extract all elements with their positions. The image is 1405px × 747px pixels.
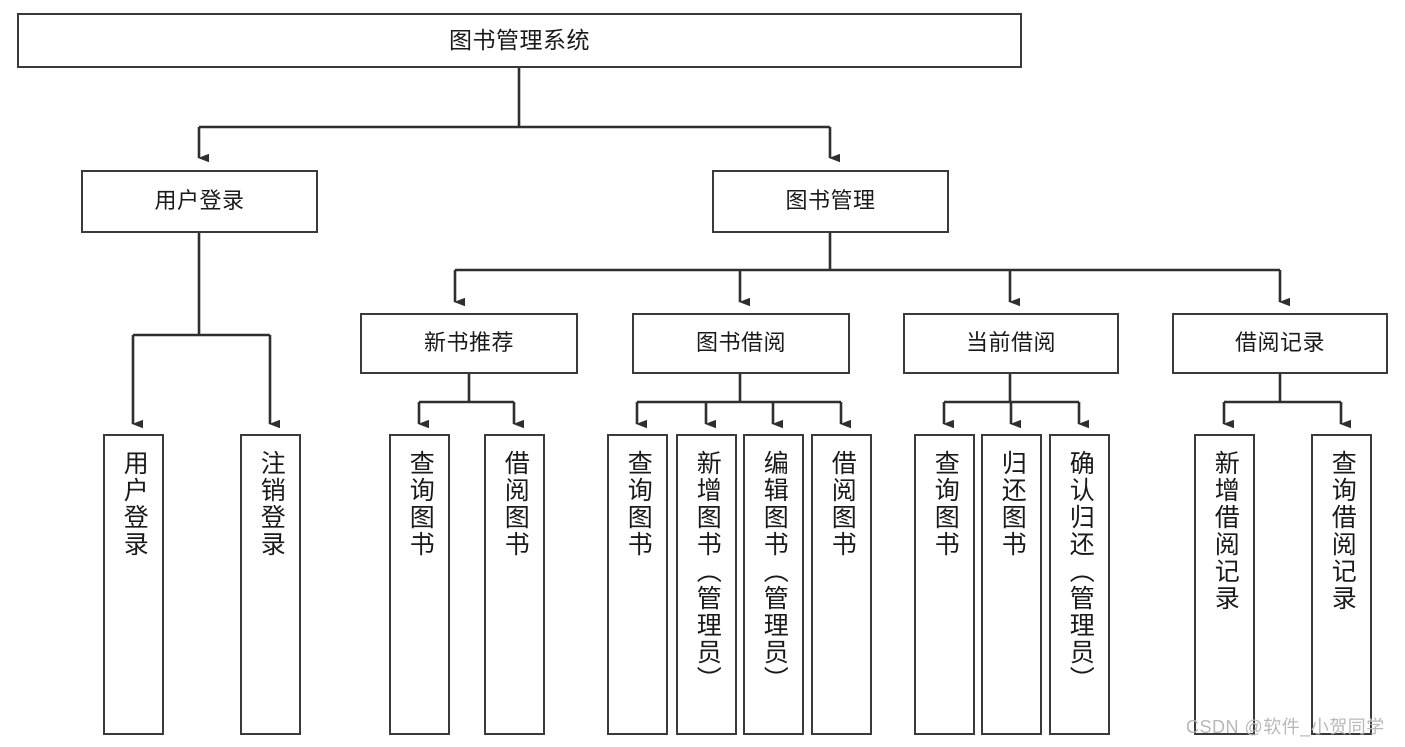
node-label: 借阅图书	[501, 450, 530, 558]
leaf-add-borrow-record[interactable]: 新增借阅记录	[1194, 434, 1255, 735]
node-label: 用户登录	[120, 450, 149, 558]
node-label: 当前借阅	[965, 330, 1056, 356]
leaf-borrow-book[interactable]: 借阅图书	[811, 434, 872, 735]
watermark-text: CSDN @软件_小贺同学	[1186, 717, 1385, 737]
node-new-book-recommend[interactable]: 新书推荐	[360, 313, 578, 374]
leaf-query-book-current[interactable]: 查询图书	[914, 434, 975, 735]
leaf-query-book-recommend[interactable]: 查询图书	[389, 434, 450, 735]
node-book-management[interactable]: 图书管理	[712, 170, 949, 233]
node-label: 图书管理系统	[449, 26, 590, 53]
node-label: 确认归还（管理员）	[1066, 450, 1095, 693]
leaf-query-book-borrow[interactable]: 查询图书	[607, 434, 668, 735]
node-label: 编辑图书（管理员）	[760, 450, 789, 693]
node-label: 新书推荐	[423, 330, 514, 356]
node-borrow-record[interactable]: 借阅记录	[1172, 313, 1388, 374]
leaf-borrow-book-recommend[interactable]: 借阅图书	[484, 434, 545, 735]
leaf-add-book-admin[interactable]: 新增图书（管理员）	[676, 434, 737, 735]
node-label: 借阅记录	[1234, 330, 1325, 356]
leaf-user-login[interactable]: 用户登录	[103, 434, 164, 735]
node-label: 查询图书	[931, 450, 960, 558]
node-label: 新增图书（管理员）	[693, 450, 722, 693]
node-label: 图书借阅	[695, 330, 786, 356]
node-label: 借阅图书	[828, 450, 857, 558]
node-label: 归还图书	[998, 450, 1027, 558]
leaf-return-book[interactable]: 归还图书	[981, 434, 1042, 735]
node-book-borrow[interactable]: 图书借阅	[632, 313, 850, 374]
leaf-query-borrow-record[interactable]: 查询借阅记录	[1311, 434, 1372, 735]
node-label: 查询图书	[624, 450, 653, 558]
node-current-borrow[interactable]: 当前借阅	[903, 313, 1119, 374]
node-label: 新增借阅记录	[1211, 450, 1240, 612]
node-label: 查询借阅记录	[1328, 450, 1357, 612]
node-label: 注销登录	[257, 450, 286, 558]
node-label: 查询图书	[406, 450, 435, 558]
leaf-edit-book-admin[interactable]: 编辑图书（管理员）	[743, 434, 804, 735]
node-label: 图书管理	[785, 188, 876, 214]
leaf-logout[interactable]: 注销登录	[240, 434, 301, 735]
node-user-login[interactable]: 用户登录	[81, 170, 318, 233]
node-book-management-system[interactable]: 图书管理系统	[17, 13, 1022, 68]
node-label: 用户登录	[154, 188, 245, 214]
leaf-confirm-return-admin[interactable]: 确认归还（管理员）	[1049, 434, 1110, 735]
